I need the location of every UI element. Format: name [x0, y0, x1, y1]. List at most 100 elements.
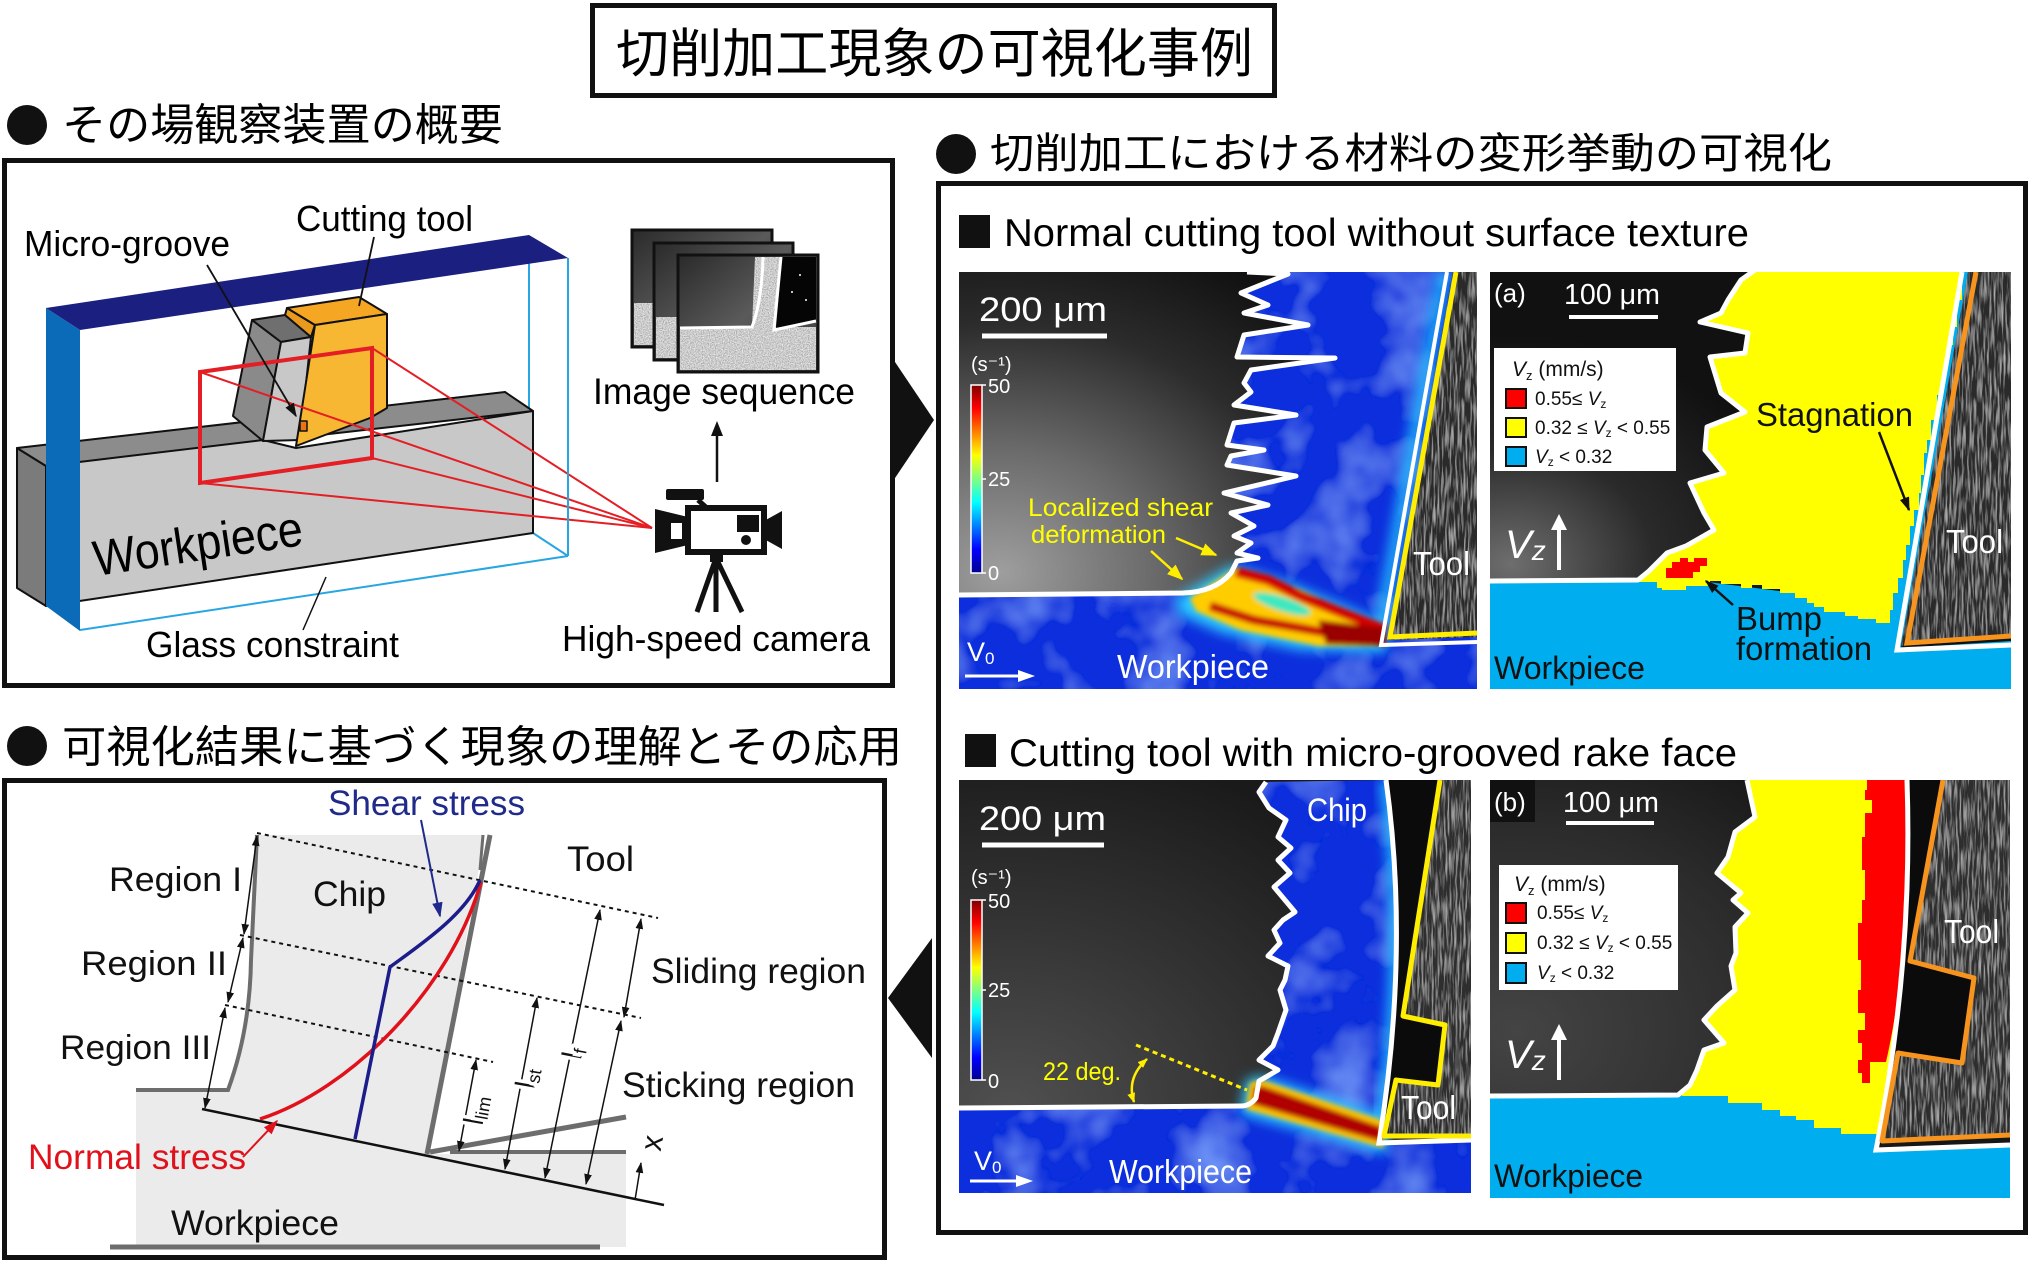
legend-box: [1499, 865, 1678, 990]
tool-label: Tool: [1413, 545, 1470, 582]
legend-swatch-mid: [1505, 932, 1527, 954]
sight-line: [199, 371, 653, 529]
high-speed-camera-label: High-speed camera: [562, 618, 871, 659]
chip-label: Chip: [1307, 792, 1367, 828]
shear-stress-curve: [353, 879, 482, 1140]
tool-label: Tool: [1401, 1089, 1456, 1126]
bullet-icon: [936, 134, 976, 174]
chip-contour-line: [959, 272, 1338, 598]
bullet-icon: [7, 105, 47, 145]
legend-entry-subscript: z: [1600, 397, 1606, 411]
stagnation-label: Stagnation: [1756, 396, 1913, 433]
shear-zone-inner: [1253, 592, 1311, 616]
low-velocity-region: [1490, 1096, 2010, 1198]
legend-title-unit: (mm/s): [1535, 873, 1606, 896]
case-heading: Cutting tool with micro-grooved rake fac…: [1009, 732, 1737, 775]
shear-zone: [1246, 1080, 1384, 1148]
l-st-arrow: [503, 996, 539, 1171]
high-velocity-bump: [1666, 558, 1707, 578]
scale-bar-label: 100 μm: [1564, 279, 1660, 311]
bump-arrow: [1704, 580, 1734, 606]
legend-swatch-high: [1505, 902, 1527, 924]
grooved-tool-outline: [1381, 780, 1471, 1139]
velocity-map: (a) 100 μm Vz (mm/s) 0.55≤ Vz 0.32 ≤ Vz …: [1490, 272, 2011, 689]
velocity-symbol: V: [974, 1146, 992, 1176]
tool-label: Tool: [1944, 913, 1999, 950]
cutting-velocity-label: V0: [974, 1146, 1001, 1177]
chip-contour-line: [1490, 272, 1757, 584]
velocity-symbol: V: [1505, 1033, 1535, 1077]
visualization-heading: 切削加工における材料の変形挙動の可視化: [990, 129, 1832, 178]
sticking-region-arrow: [584, 1019, 623, 1186]
chip-contour-line: [959, 780, 1298, 1111]
vertical-velocity-arrow-head: [1551, 1024, 1567, 1040]
camera-button: [741, 535, 751, 545]
scale-bar-label: 100 μm: [1563, 787, 1659, 819]
legend-swatch-low: [1505, 962, 1527, 984]
legend-entry-suffix: < 0.55: [1614, 933, 1673, 954]
legend-title-symbol: V: [1514, 873, 1530, 896]
chip-free-surface: [136, 834, 259, 1092]
normal-stress-pointer: [242, 1119, 279, 1158]
legend-entry-low: Vz < 0.32: [1537, 963, 1614, 985]
scale-bar-label: 200 μm: [979, 800, 1106, 838]
setup-panel: Cutting tool Micro-groove Workpiece Glas…: [2, 158, 895, 688]
chip-label: Chip: [313, 875, 386, 914]
legend-entry-suffix: < 0.32: [1556, 963, 1615, 984]
shear-band-upper: [1234, 567, 1388, 635]
image-sequence-label: Image sequence: [593, 371, 855, 412]
tool-outline: [1903, 272, 2011, 646]
localized-shear-label: Localized shear: [1028, 494, 1213, 522]
legend-title: Vz (mm/s): [1514, 873, 1606, 898]
region-1-label: Region I: [109, 861, 242, 899]
vertical-velocity-label: Vz: [1505, 523, 1546, 567]
tool-region: [1901, 272, 2011, 646]
x-axis-label: x: [635, 1133, 670, 1154]
workpiece-label: Workpiece: [1494, 1158, 1643, 1194]
colorbar-tick-label: 25: [988, 980, 1010, 1002]
legend-entry-prefix: 0.55≤: [1535, 389, 1588, 410]
tool-edge-glow: [1371, 272, 1451, 647]
page-title: 切削加工現象の可視化事例: [616, 24, 1253, 85]
sticking-region-label: Sticking region: [622, 1066, 855, 1105]
legend-entry-mid: 0.32 ≤ Vz < 0.55: [1535, 418, 1670, 440]
frame-speck: [791, 291, 793, 293]
legend-entry-subscript: z: [1608, 941, 1614, 955]
constraint-top-bar: [46, 235, 568, 330]
micro-groove-mark: [299, 420, 308, 432]
shear-band-core: [1318, 620, 1386, 646]
x-axis-arrow: [634, 1161, 644, 1201]
square-bullet-icon: [965, 734, 996, 767]
chip-contour-line: [1490, 780, 1758, 1099]
colorbar-tick-label: 0: [988, 563, 999, 585]
observation-window: [198, 345, 653, 529]
tripod-leg: [713, 556, 745, 614]
legend-entry-suffix: < 0.55: [1612, 418, 1671, 439]
frame-speck: [799, 274, 801, 276]
shear-plane-dotted-line: [1135, 1043, 1248, 1092]
square-bullet-icon: [959, 215, 990, 248]
velocity-legend: Vz (mm/s) 0.55≤ Vz 0.32 ≤ Vz < 0.55 Vz <…: [1499, 865, 1678, 990]
vertical-velocity-label: Vz: [1505, 1033, 1546, 1077]
panel-label: (b): [1494, 787, 1526, 817]
contact-axis-line: [201, 1107, 665, 1207]
tool-outline: [1386, 272, 1477, 640]
frame-contour-line: [679, 256, 765, 330]
x-axis-symbol: x: [635, 1133, 670, 1154]
velocity-symbol: V: [1505, 523, 1535, 567]
legend-entry-prefix: 0.32 ≤: [1535, 418, 1593, 439]
chip-back-contour-line: [1376, 780, 1471, 1146]
glass-constraint-label: Glass constraint: [146, 624, 399, 665]
strain-field-region: [959, 780, 1471, 1193]
sight-line: [371, 347, 653, 529]
camera-handle: [666, 489, 704, 500]
colorbar: [970, 384, 983, 574]
title-box: 切削加工現象の可視化事例: [590, 3, 1277, 98]
high-velocity-region: [1858, 780, 1907, 1083]
legend-entry-symbol: V: [1535, 447, 1550, 468]
shear-zone: [1190, 567, 1388, 646]
sliding-region-arrow: [621, 917, 644, 1019]
angle-arc-arrow: [1127, 1058, 1148, 1103]
tool-region: [1882, 780, 2010, 1143]
scale-bar-label: 200 μm: [979, 291, 1107, 329]
